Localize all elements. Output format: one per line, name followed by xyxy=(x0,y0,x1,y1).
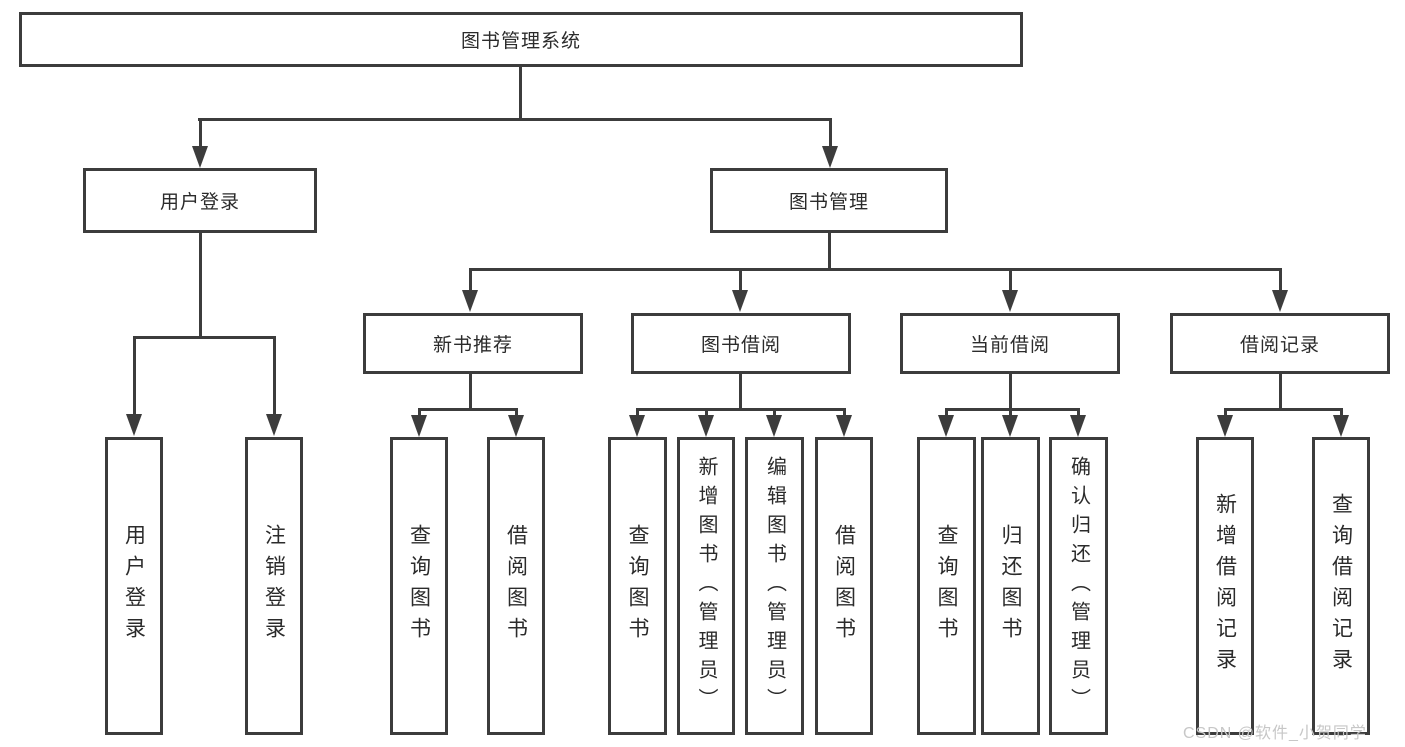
connector-line xyxy=(1224,408,1342,411)
leaf-add-borrow-record: 新增借阅记录 xyxy=(1196,437,1254,735)
connector-line xyxy=(469,268,1282,271)
connector-line xyxy=(739,374,742,408)
arrow-down-icon xyxy=(508,415,524,437)
leaf-logout: 注销登录 xyxy=(245,437,303,735)
leaf-user-login-label: 用户登录 xyxy=(122,524,146,648)
arrow-down-icon xyxy=(732,290,748,312)
connector-line xyxy=(418,408,518,411)
leaf-query-books-recommend: 查询图书 xyxy=(390,437,448,735)
connector-line xyxy=(198,118,832,121)
leaf-borrow-books-label: 借阅图书 xyxy=(832,524,856,648)
node-user-login-label: 用户登录 xyxy=(159,192,240,213)
connector-line xyxy=(519,67,522,118)
arrow-down-icon xyxy=(822,146,838,168)
arrow-down-icon xyxy=(462,290,478,312)
node-borrow-records: 借阅记录 xyxy=(1170,313,1390,374)
leaf-query-books-current: 查询图书 xyxy=(917,437,976,735)
connector-line xyxy=(1279,374,1282,408)
node-borrow-records-label: 借阅记录 xyxy=(1239,335,1320,356)
leaf-edit-book-admin: 编辑图书（管理员） xyxy=(745,437,804,735)
node-root-label: 图书管理系统 xyxy=(460,31,581,52)
connector-line xyxy=(829,118,832,151)
arrow-down-icon xyxy=(192,146,208,168)
connector-line xyxy=(636,408,846,411)
connector-line xyxy=(469,374,472,408)
connector-line xyxy=(273,336,276,416)
arrow-down-icon xyxy=(629,415,645,437)
node-new-book-recommend-label: 新书推荐 xyxy=(432,335,513,356)
connector-line xyxy=(1279,268,1282,294)
leaf-confirm-return-admin: 确认归还（管理员） xyxy=(1049,437,1108,735)
csdn-watermark: CSDN @软件_小贺同学 xyxy=(1183,725,1367,742)
arrow-down-icon xyxy=(1217,415,1233,437)
connector-line xyxy=(1009,374,1012,408)
connector-line xyxy=(199,118,202,151)
node-book-management-label: 图书管理 xyxy=(788,192,869,213)
arrow-down-icon xyxy=(1333,415,1349,437)
arrow-down-icon xyxy=(698,415,714,437)
connector-line xyxy=(469,268,472,294)
leaf-confirm-return-admin-label: 确认归还（管理员） xyxy=(1067,455,1090,717)
arrow-down-icon xyxy=(266,414,282,436)
leaf-return-book: 归还图书 xyxy=(981,437,1040,735)
leaf-borrow-books-recommend: 借阅图书 xyxy=(487,437,545,735)
connector-line xyxy=(1340,408,1343,420)
connector-line xyxy=(945,408,1080,411)
leaf-query-borrow-record: 查询借阅记录 xyxy=(1312,437,1370,735)
connector-line xyxy=(945,408,948,420)
node-user-login: 用户登录 xyxy=(83,168,317,233)
leaf-return-book-label: 归还图书 xyxy=(999,524,1022,648)
arrow-down-icon xyxy=(836,415,852,437)
connector-line xyxy=(843,408,846,420)
node-book-management: 图书管理 xyxy=(710,168,948,233)
connector-line xyxy=(1224,408,1227,420)
leaf-query-books-recommend-label: 查询图书 xyxy=(407,524,431,648)
leaf-borrow-books: 借阅图书 xyxy=(815,437,873,735)
connector-line xyxy=(705,408,708,420)
connector-line xyxy=(773,408,776,420)
leaf-query-books-borrow-label: 查询图书 xyxy=(626,524,649,648)
node-book-borrow: 图书借阅 xyxy=(631,313,851,374)
arrow-down-icon xyxy=(766,415,782,437)
leaf-logout-label: 注销登录 xyxy=(262,524,286,648)
node-root: 图书管理系统 xyxy=(19,12,1023,67)
connector-line xyxy=(133,336,136,416)
connector-line xyxy=(133,336,276,339)
arrow-down-icon xyxy=(1002,290,1018,312)
connector-line xyxy=(1077,408,1080,420)
leaf-query-books-current-label: 查询图书 xyxy=(935,524,958,648)
connector-line xyxy=(199,233,202,336)
node-current-borrow: 当前借阅 xyxy=(900,313,1120,374)
leaf-add-book-admin: 新增图书（管理员） xyxy=(677,437,735,735)
connector-line xyxy=(636,408,639,420)
connector-line xyxy=(1009,408,1012,420)
node-book-borrow-label: 图书借阅 xyxy=(700,335,781,356)
leaf-add-book-admin-label: 新增图书（管理员） xyxy=(695,455,717,717)
leaf-add-borrow-record-label: 新增借阅记录 xyxy=(1213,493,1237,679)
arrow-down-icon xyxy=(1070,415,1086,437)
node-current-borrow-label: 当前借阅 xyxy=(969,335,1050,356)
arrow-down-icon xyxy=(938,415,954,437)
arrow-down-icon xyxy=(1002,415,1018,437)
arrow-down-icon xyxy=(411,415,427,437)
leaf-query-books-borrow: 查询图书 xyxy=(608,437,667,735)
connector-line xyxy=(418,408,421,420)
connector-line xyxy=(739,268,742,294)
arrow-down-icon xyxy=(126,414,142,436)
leaf-borrow-books-recommend-label: 借阅图书 xyxy=(504,524,528,648)
leaf-edit-book-admin-label: 编辑图书（管理员） xyxy=(763,455,786,717)
arrow-down-icon xyxy=(1272,290,1288,312)
connector-line xyxy=(515,408,518,420)
leaf-user-login: 用户登录 xyxy=(105,437,163,735)
leaf-query-borrow-record-label: 查询借阅记录 xyxy=(1329,493,1353,679)
node-new-book-recommend: 新书推荐 xyxy=(363,313,583,374)
connector-line xyxy=(828,233,831,268)
connector-line xyxy=(1009,268,1012,294)
